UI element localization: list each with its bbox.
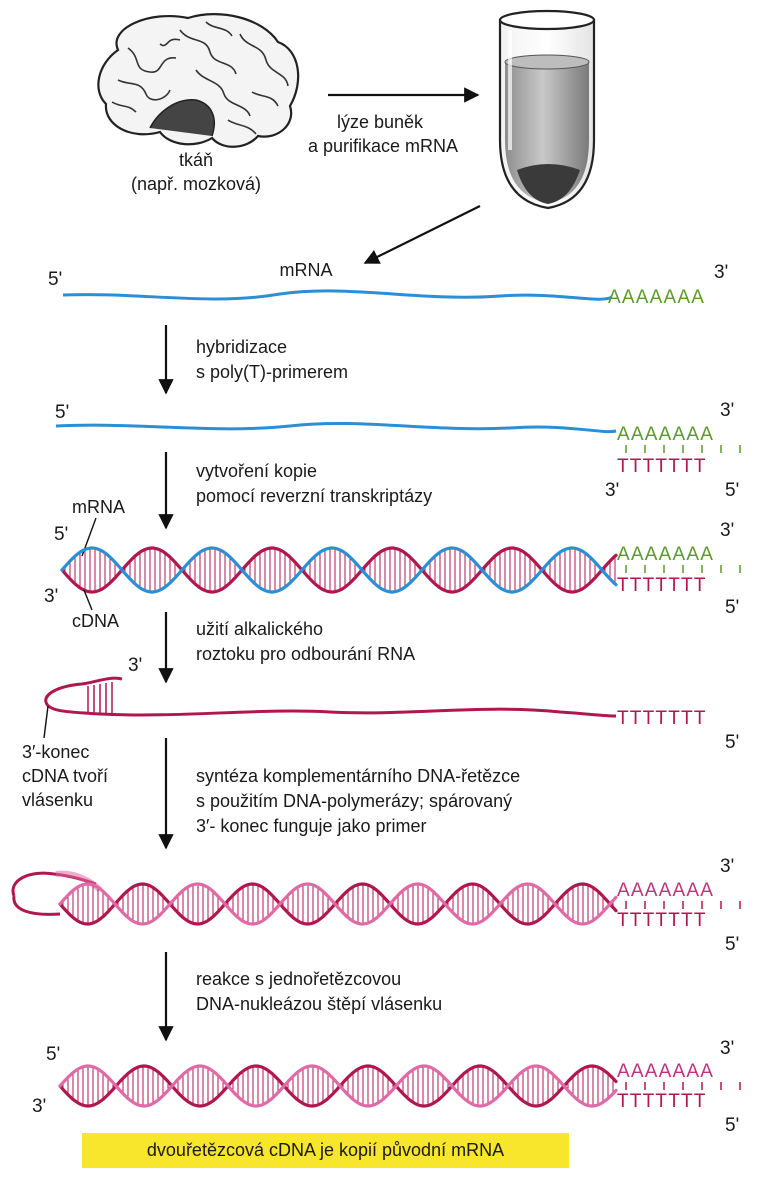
step4-line1: syntéza komplementárního DNA-řetězce bbox=[196, 766, 520, 786]
row2-three-prime-top: 3' bbox=[720, 400, 734, 421]
lysis-label-line1: lýze buněk bbox=[337, 112, 424, 132]
result-highlight bbox=[82, 1133, 569, 1168]
step3-line2: roztoku pro odbourání RNA bbox=[196, 644, 415, 664]
row3-cdna-pointer bbox=[83, 589, 93, 611]
step1-line1: hybridizace bbox=[196, 337, 287, 357]
row2-polyT: TTTTTTT bbox=[617, 456, 707, 477]
row6-polyA: AAAAAAA bbox=[617, 1061, 714, 1082]
step1-line2: s poly(T)-primerem bbox=[196, 362, 348, 382]
row5-double-helix bbox=[58, 882, 618, 926]
row3-hybrid-helix bbox=[60, 546, 618, 594]
hairpin-label-line3: vlásenku bbox=[22, 790, 93, 810]
row6-three-prime-top: 3' bbox=[720, 1038, 734, 1059]
result-caption: dvouřetězcová cDNA je kopií původní mRNA bbox=[146, 1140, 505, 1160]
row3-cdna-label: cDNA bbox=[72, 611, 119, 631]
step5-line1: reakce s jednořetězcovou bbox=[196, 969, 401, 989]
hairpin-label-line1: 3′-konec bbox=[22, 742, 89, 762]
step4-line3: 3′- konec funguje jako primer bbox=[196, 816, 427, 836]
step2-line2: pomocí reverzní transkriptázy bbox=[196, 486, 432, 506]
arrow-to-mrna bbox=[363, 205, 481, 264]
row2-polyA: AAAAAAA bbox=[617, 424, 714, 445]
row1-three-prime: 3' bbox=[714, 262, 728, 283]
row2-five-prime: 5' bbox=[55, 402, 69, 423]
row2-mrna-strand bbox=[55, 422, 617, 434]
row1-mrna-strand bbox=[62, 289, 613, 301]
row5-five-prime-bottom: 5' bbox=[725, 934, 739, 955]
row5-polyA: AAAAAAA bbox=[617, 880, 714, 901]
row1-polyA: AAAAAAA bbox=[608, 287, 705, 308]
row2-five-prime-bottom: 5' bbox=[725, 480, 739, 501]
row3-polyA: AAAAAAA bbox=[617, 544, 714, 565]
row4-five-prime: 5' bbox=[725, 732, 739, 753]
row3-mrna-label: mRNA bbox=[72, 497, 125, 517]
step4-line2: s použitím DNA-polymerázy; spárovaný bbox=[196, 791, 512, 811]
test-tube-icon bbox=[498, 9, 596, 210]
row3-three-prime: 3' bbox=[44, 586, 58, 607]
row6-five-prime-bottom: 5' bbox=[725, 1115, 739, 1136]
row5-hairpin-return bbox=[12, 895, 61, 916]
row2-base-pairs bbox=[625, 445, 741, 453]
row3-polyT: TTTTTTT bbox=[617, 575, 707, 596]
step3-line1: užití alkalického bbox=[196, 619, 323, 639]
row5-three-prime-top: 3' bbox=[720, 856, 734, 877]
row6-double-helix bbox=[58, 1064, 618, 1108]
tissue-label-line2: (např. mozková) bbox=[131, 174, 261, 194]
row5-polyT: TTTTTTT bbox=[617, 910, 707, 931]
row6-five-prime: 5' bbox=[46, 1044, 60, 1065]
step2-line1: vytvoření kopie bbox=[196, 461, 317, 481]
row1-five-prime: 5' bbox=[48, 269, 62, 290]
lysis-label-line2: a purifikace mRNA bbox=[308, 136, 458, 156]
row3-five-prime-bottom: 5' bbox=[725, 597, 739, 618]
row3-base-pairs bbox=[625, 565, 741, 573]
row6-polyT: TTTTTTT bbox=[617, 1091, 707, 1112]
brain-icon bbox=[97, 13, 300, 148]
row4-cdna-strand bbox=[44, 676, 617, 718]
row4-three-prime: 3' bbox=[128, 655, 142, 676]
row4-hairpin-pairs bbox=[87, 682, 113, 714]
row1-mrna-label: mRNA bbox=[280, 260, 333, 280]
tissue-label-line1: tkáň bbox=[179, 150, 213, 170]
row5-base-pairs bbox=[625, 901, 741, 909]
row6-three-prime: 3' bbox=[32, 1096, 46, 1117]
row2-three-prime-bottom: 3' bbox=[605, 480, 619, 501]
row3-three-prime-top: 3' bbox=[720, 520, 734, 541]
step5-line2: DNA-nukleázou štěpí vlásenku bbox=[196, 994, 442, 1014]
hairpin-pointer bbox=[43, 705, 49, 739]
row6-base-pairs bbox=[625, 1082, 741, 1090]
hairpin-label-line2: cDNA tvoří bbox=[22, 766, 108, 786]
row4-polyT: TTTTTTT bbox=[617, 708, 707, 729]
row3-five-prime: 5' bbox=[54, 524, 68, 545]
